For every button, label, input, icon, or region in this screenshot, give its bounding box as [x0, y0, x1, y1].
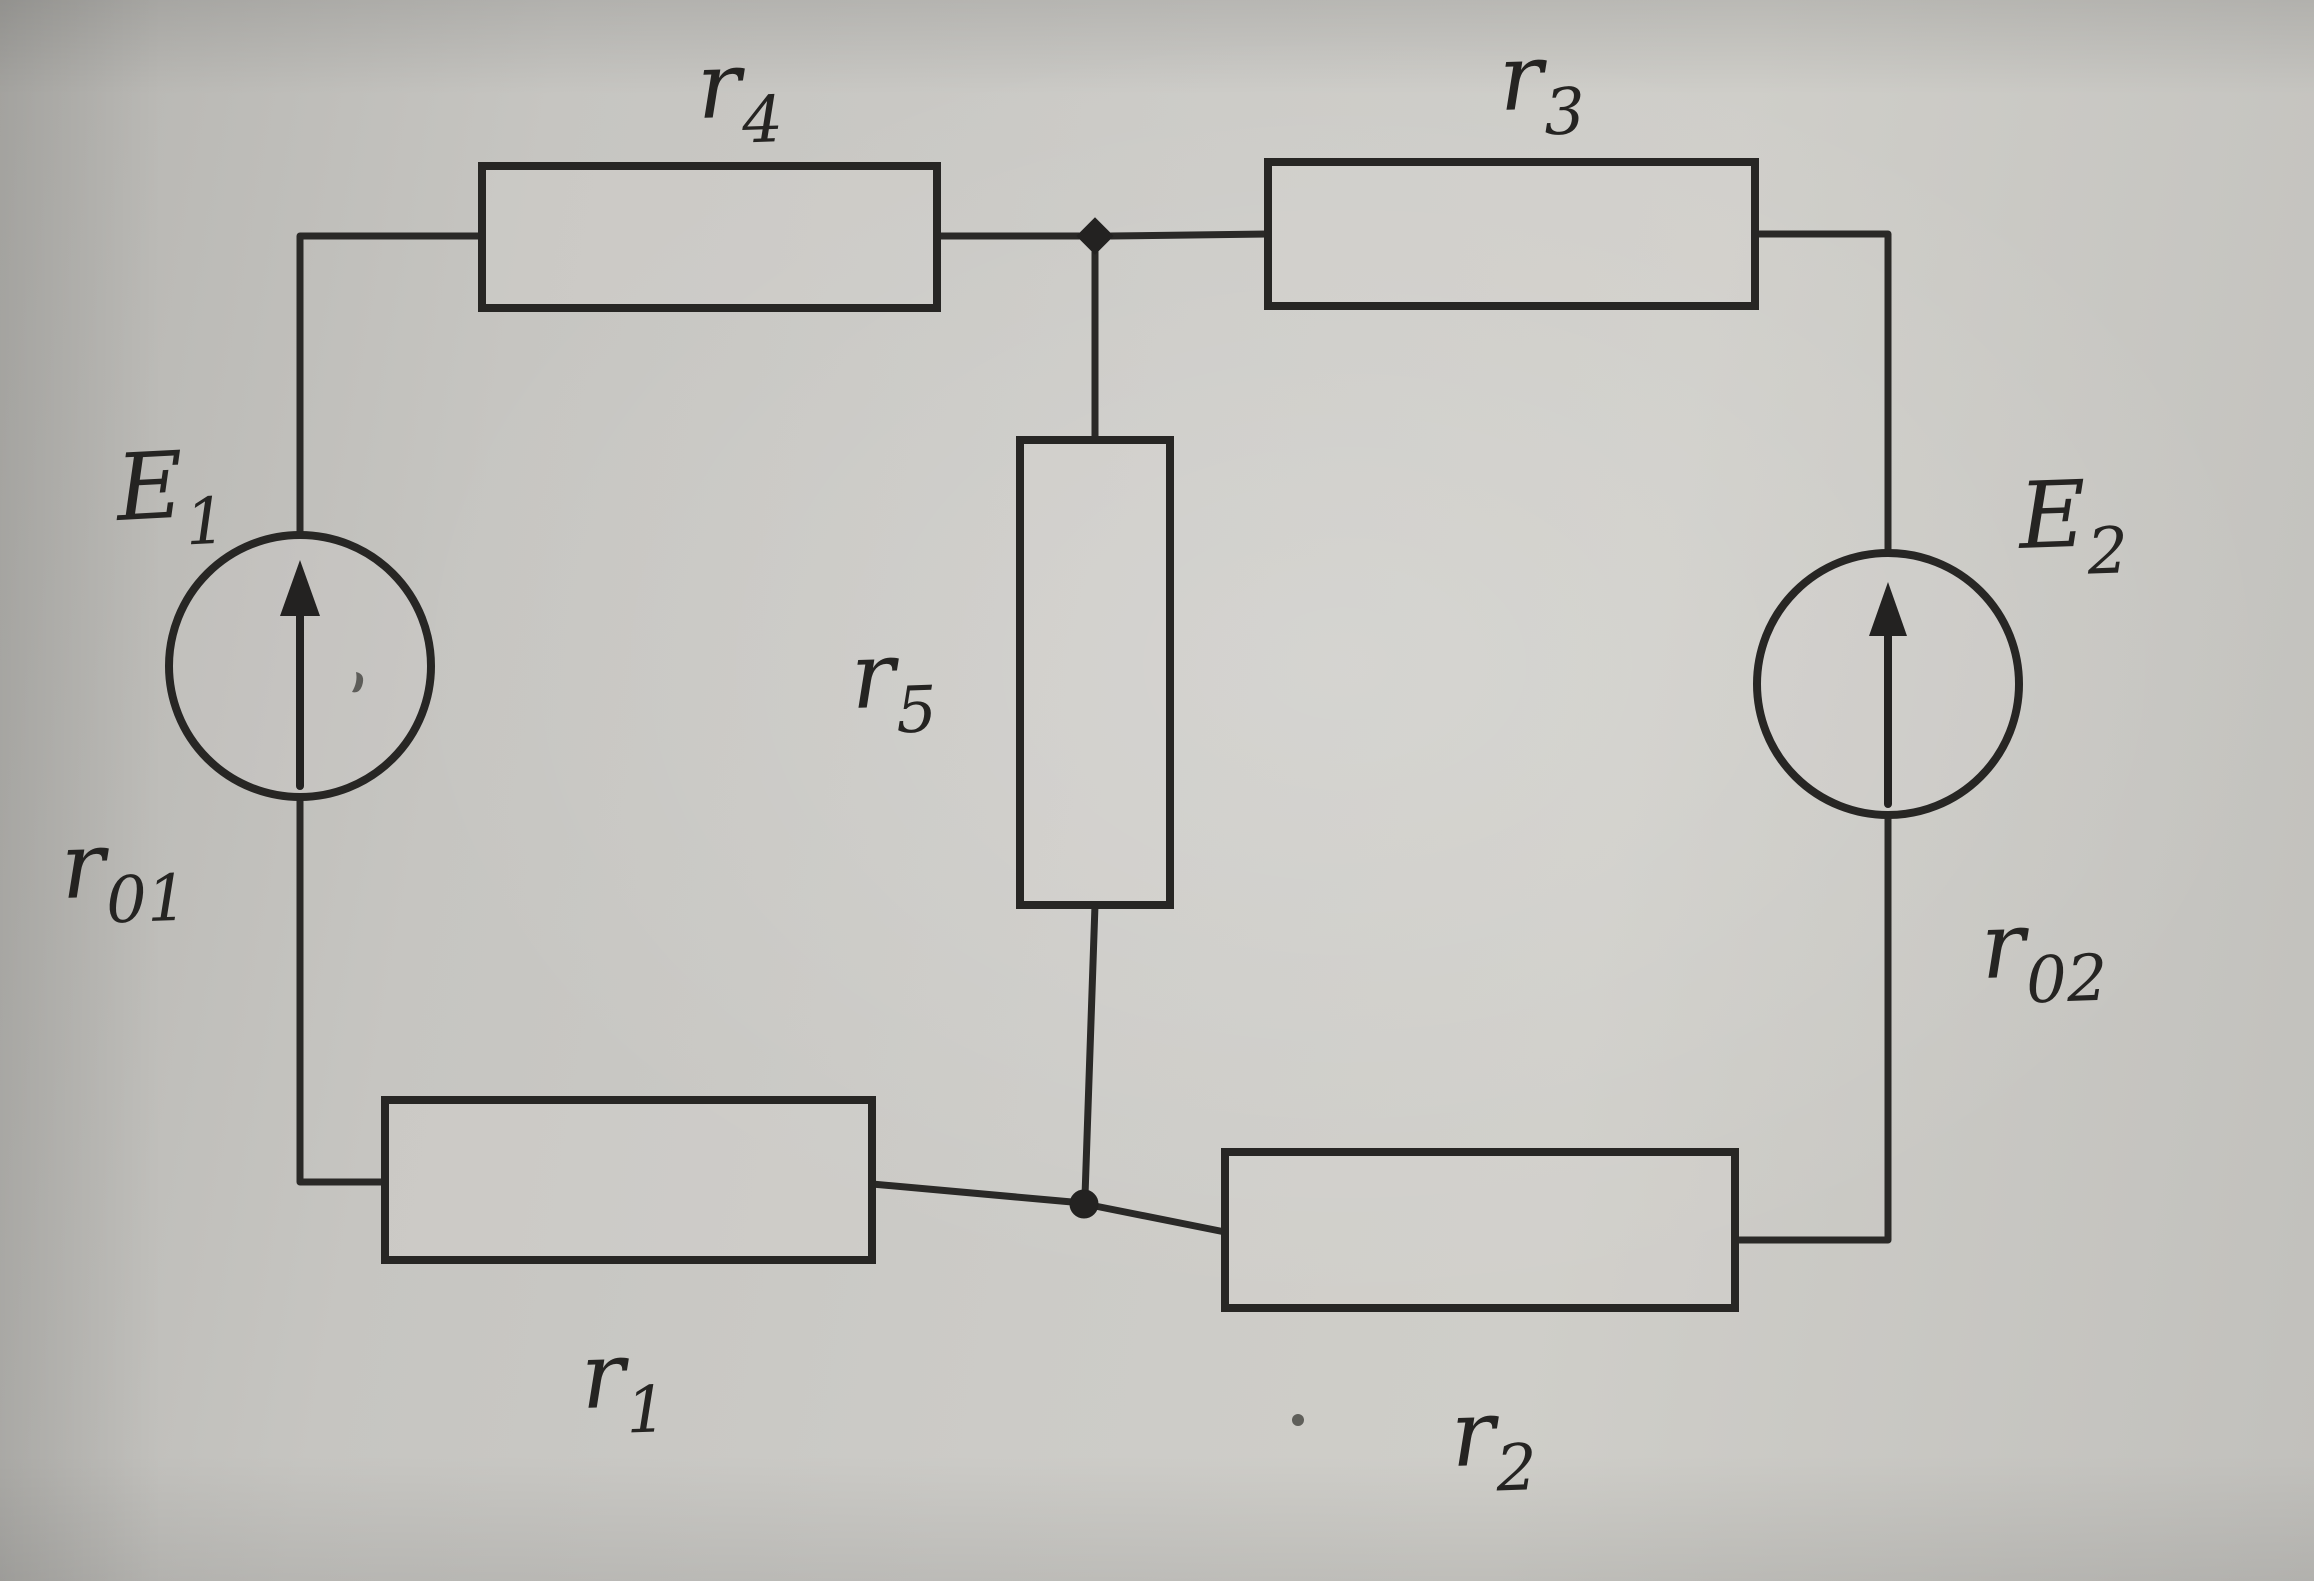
resistor-r5 [1016, 436, 1174, 909]
wire-top-left-corner [296, 232, 486, 539]
e1-current-arrow-icon [280, 560, 320, 616]
label-r2: r2 [1449, 1378, 1538, 1508]
top-junction-node [1076, 217, 1114, 255]
wire-r5-to-bottom-node [1081, 901, 1099, 1200]
label-r01: r01 [59, 809, 189, 940]
label-r4: r4 [695, 30, 784, 160]
resistor-r4 [478, 162, 941, 312]
wire-right-rail-lower [1731, 813, 1892, 1244]
label-r3: r3 [1497, 22, 1586, 152]
label-e2: E2 [2015, 459, 2129, 592]
paper-speck [1292, 1414, 1304, 1426]
resistor-r2 [1221, 1148, 1739, 1312]
emf-source-e2 [1753, 549, 2023, 819]
e2-current-arrow-icon [1869, 582, 1907, 636]
wire-top-right-corner [1751, 230, 1892, 557]
resistor-r3 [1264, 158, 1759, 310]
label-r5: r5 [849, 620, 938, 750]
label-r1: r1 [579, 1320, 668, 1450]
wire-top-node-to-r3 [1107, 230, 1272, 240]
wire-bottom-node-to-r1 [868, 1180, 1076, 1206]
wire-r2-to-bottom-node [1091, 1202, 1229, 1236]
resistor-r1 [381, 1096, 876, 1264]
emf-source-e1 [165, 531, 435, 801]
bottom-junction-node [1069, 1189, 1099, 1219]
label-r02: r02 [1979, 889, 2109, 1020]
wire-bottom-left-corner [296, 793, 389, 1186]
label-e1: E1 [112, 429, 228, 564]
paper-speck [352, 672, 364, 693]
